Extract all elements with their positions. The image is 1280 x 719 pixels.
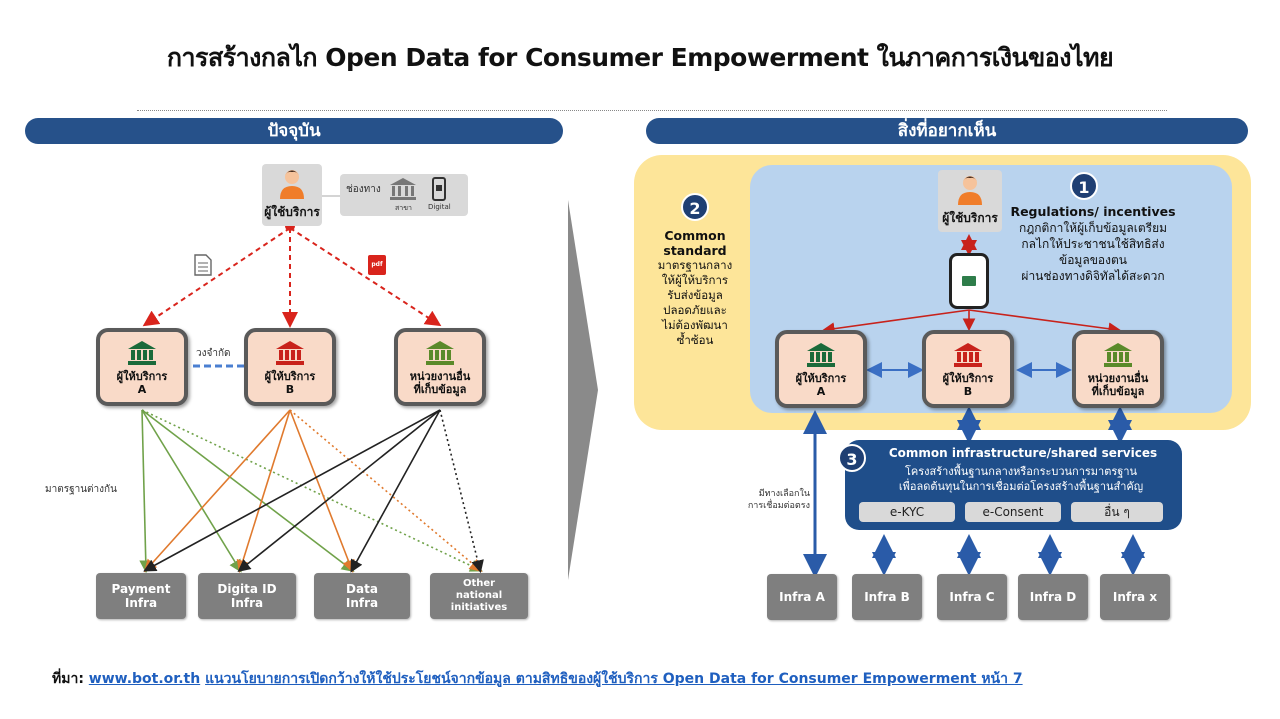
infra-payment: Payment Infra: [96, 573, 186, 619]
branch-label: สาขา: [395, 204, 412, 212]
right-provider-b: ผู้ให้บริการ B: [922, 330, 1014, 408]
entity-name: ผู้ให้บริการ: [795, 372, 847, 385]
title-divider: [137, 110, 1167, 111]
phone-icon: [432, 177, 446, 201]
infra-line: Other: [462, 578, 496, 589]
bank-icon: [1104, 343, 1132, 367]
source-line: ที่มา: www.bot.or.th แนวนโยบายการเปิดกว้…: [52, 668, 1232, 690]
direct-line: การเชื่อมต่อตรง: [747, 501, 810, 511]
regulations-title: Regulations/ incentives: [1010, 204, 1176, 219]
right-user-card: ผู้ใช้บริการ: [938, 170, 1002, 232]
infra-line: Payment: [111, 582, 171, 596]
bank-icon: [128, 341, 156, 365]
desired-banner: สิ่งที่อยากเห็น: [646, 118, 1248, 144]
left-connectors: [139, 193, 484, 574]
right-connectors: [803, 234, 1145, 578]
infra-line: Infra: [230, 596, 264, 610]
infra-line: initiatives: [450, 602, 508, 613]
right-provider-a: ผู้ให้บริการ A: [775, 330, 867, 408]
infra-c: Infra C: [937, 574, 1007, 620]
person-icon: [280, 170, 304, 199]
infra-digital-id: Digita ID Infra: [198, 573, 296, 619]
infra-line: Digita ID: [217, 582, 277, 596]
regulations-line: ผ่านช่องทางดิจิทัลได้สะดวก: [1021, 269, 1165, 283]
infra-line: Infra: [345, 596, 379, 610]
bank-icon: [807, 343, 835, 367]
entity-sub: A: [137, 383, 147, 396]
regulations-text: Regulations/ incentives กฎกติกาให้ผู้เก็…: [1003, 204, 1183, 284]
left-provider-a: ผู้ให้บริการ A: [96, 328, 188, 406]
entity-sub: B: [285, 383, 295, 396]
page-title: การสร้างกลไก Open Data for Consumer Empo…: [166, 43, 1114, 72]
entity-name: ผู้ให้บริการ: [942, 372, 994, 385]
entity-name: หน่วยงานอื่น: [1087, 372, 1149, 385]
infra-line: Infra: [124, 596, 158, 610]
left-user-card: ผู้ใช้บริการ: [262, 164, 322, 226]
user-label: ผู้ใช้บริการ: [264, 205, 320, 219]
standard-line: ให้ผู้ให้บริการ: [661, 273, 729, 287]
infra-line: national: [455, 590, 503, 601]
regulations-line: ข้อมูลของตน: [1059, 253, 1127, 267]
person-icon: [958, 176, 982, 205]
infra-a: Infra A: [767, 574, 837, 620]
entity-sub: B: [963, 385, 973, 398]
entity-name: หน่วยงานอื่น: [409, 370, 471, 383]
standard-line: ซ้ำซ้อน: [676, 333, 714, 347]
regulations-line: กลไกให้ประชาชนใช้สิทธิส่ง: [1021, 237, 1165, 251]
standard-line: มาตรฐานกลาง: [657, 258, 733, 272]
different-standards-label: มาตรฐานต่างกัน: [45, 484, 117, 495]
user-label: ผู้ใช้บริการ: [942, 211, 998, 225]
ekyc-pill: e-KYC: [859, 502, 955, 522]
bank-icon: [954, 343, 982, 367]
entity-sub: ที่เก็บข้อมูล: [413, 383, 467, 396]
infra-b: Infra B: [852, 574, 922, 620]
infra-line: โครงสร้างพื้นฐานกลางหรือกระบวนการมาตรฐาน: [904, 465, 1138, 478]
left-other-agency: หน่วยงานอื่น ที่เก็บข้อมูล: [394, 328, 486, 406]
standard-title: standard: [663, 243, 727, 258]
entity-name: ผู้ให้บริการ: [116, 370, 168, 383]
channel-box: ช่องทาง สาขา Digital: [340, 174, 468, 216]
source-link-document[interactable]: แนวนโยบายการเปิดกว้างให้ใช้ประโยชน์จากข้…: [205, 671, 1023, 687]
others-pill: อื่น ๆ: [1071, 502, 1163, 522]
infra-data: Data Infra: [314, 573, 410, 619]
left-provider-b: ผู้ให้บริการ B: [244, 328, 336, 406]
step-1-badge: 1: [1070, 172, 1098, 200]
channel-label: ช่องทาง: [346, 184, 381, 195]
transition-arrow-icon: [568, 200, 598, 580]
common-standard-text: Common standard มาตรฐานกลาง ให้ผู้ให้บริ…: [645, 228, 745, 348]
econsent-pill: e-Consent: [965, 502, 1061, 522]
infra-line: เพื่อลดต้นทุนในการเชื่อมต่อโครงสร้างพื้น…: [898, 480, 1144, 493]
bank-icon: [426, 341, 454, 365]
entity-sub: A: [816, 385, 826, 398]
source-link-bot[interactable]: www.bot.or.th: [88, 671, 201, 687]
infra-lines: โครงสร้างพื้นฐานกลางหรือกระบวนการมาตรฐาน…: [863, 464, 1179, 494]
right-other-agency: หน่วยงานอื่น ที่เก็บข้อมูล: [1072, 330, 1164, 408]
limited-label: วงจำกัด: [196, 348, 231, 359]
step-2-badge: 2: [681, 193, 709, 221]
standard-line: ปลอดภัยและ: [663, 303, 727, 317]
standard-line: ไม่ต้องพัฒนา: [662, 318, 728, 332]
bank-icon: [390, 178, 416, 200]
direct-line: มีทางเลือกใน: [758, 489, 810, 499]
phone-icon: [949, 253, 989, 309]
entity-sub: ที่เก็บข้อมูล: [1091, 385, 1145, 398]
current-banner: ปัจจุบัน: [25, 118, 563, 144]
pdf-icon: pdf: [368, 255, 386, 275]
step-3-badge: 3: [838, 444, 866, 472]
bank-icon: [276, 341, 304, 365]
infra-d: Infra D: [1018, 574, 1088, 620]
regulations-line: กฎกติกาให้ผู้เก็บข้อมูลเตรียม: [1018, 221, 1168, 235]
direct-connection-note: มีทางเลือกใน การเชื่อมต่อตรง: [730, 488, 810, 512]
entity-name: ผู้ให้บริการ: [264, 370, 316, 383]
digital-label: Digital: [428, 203, 451, 211]
infra-other-national: Other national initiatives: [430, 573, 528, 619]
standard-line: รับส่งข้อมูล: [667, 288, 723, 302]
document-icon: [194, 254, 212, 276]
standard-title: Common: [664, 228, 726, 243]
infra-line: Data: [346, 582, 378, 596]
infra-title: Common infrastructure/shared services: [888, 446, 1158, 460]
shared-infrastructure-panel: Common infrastructure/shared services โค…: [845, 440, 1182, 530]
infra-x: Infra x: [1100, 574, 1170, 620]
source-prefix: ที่มา:: [52, 671, 84, 687]
